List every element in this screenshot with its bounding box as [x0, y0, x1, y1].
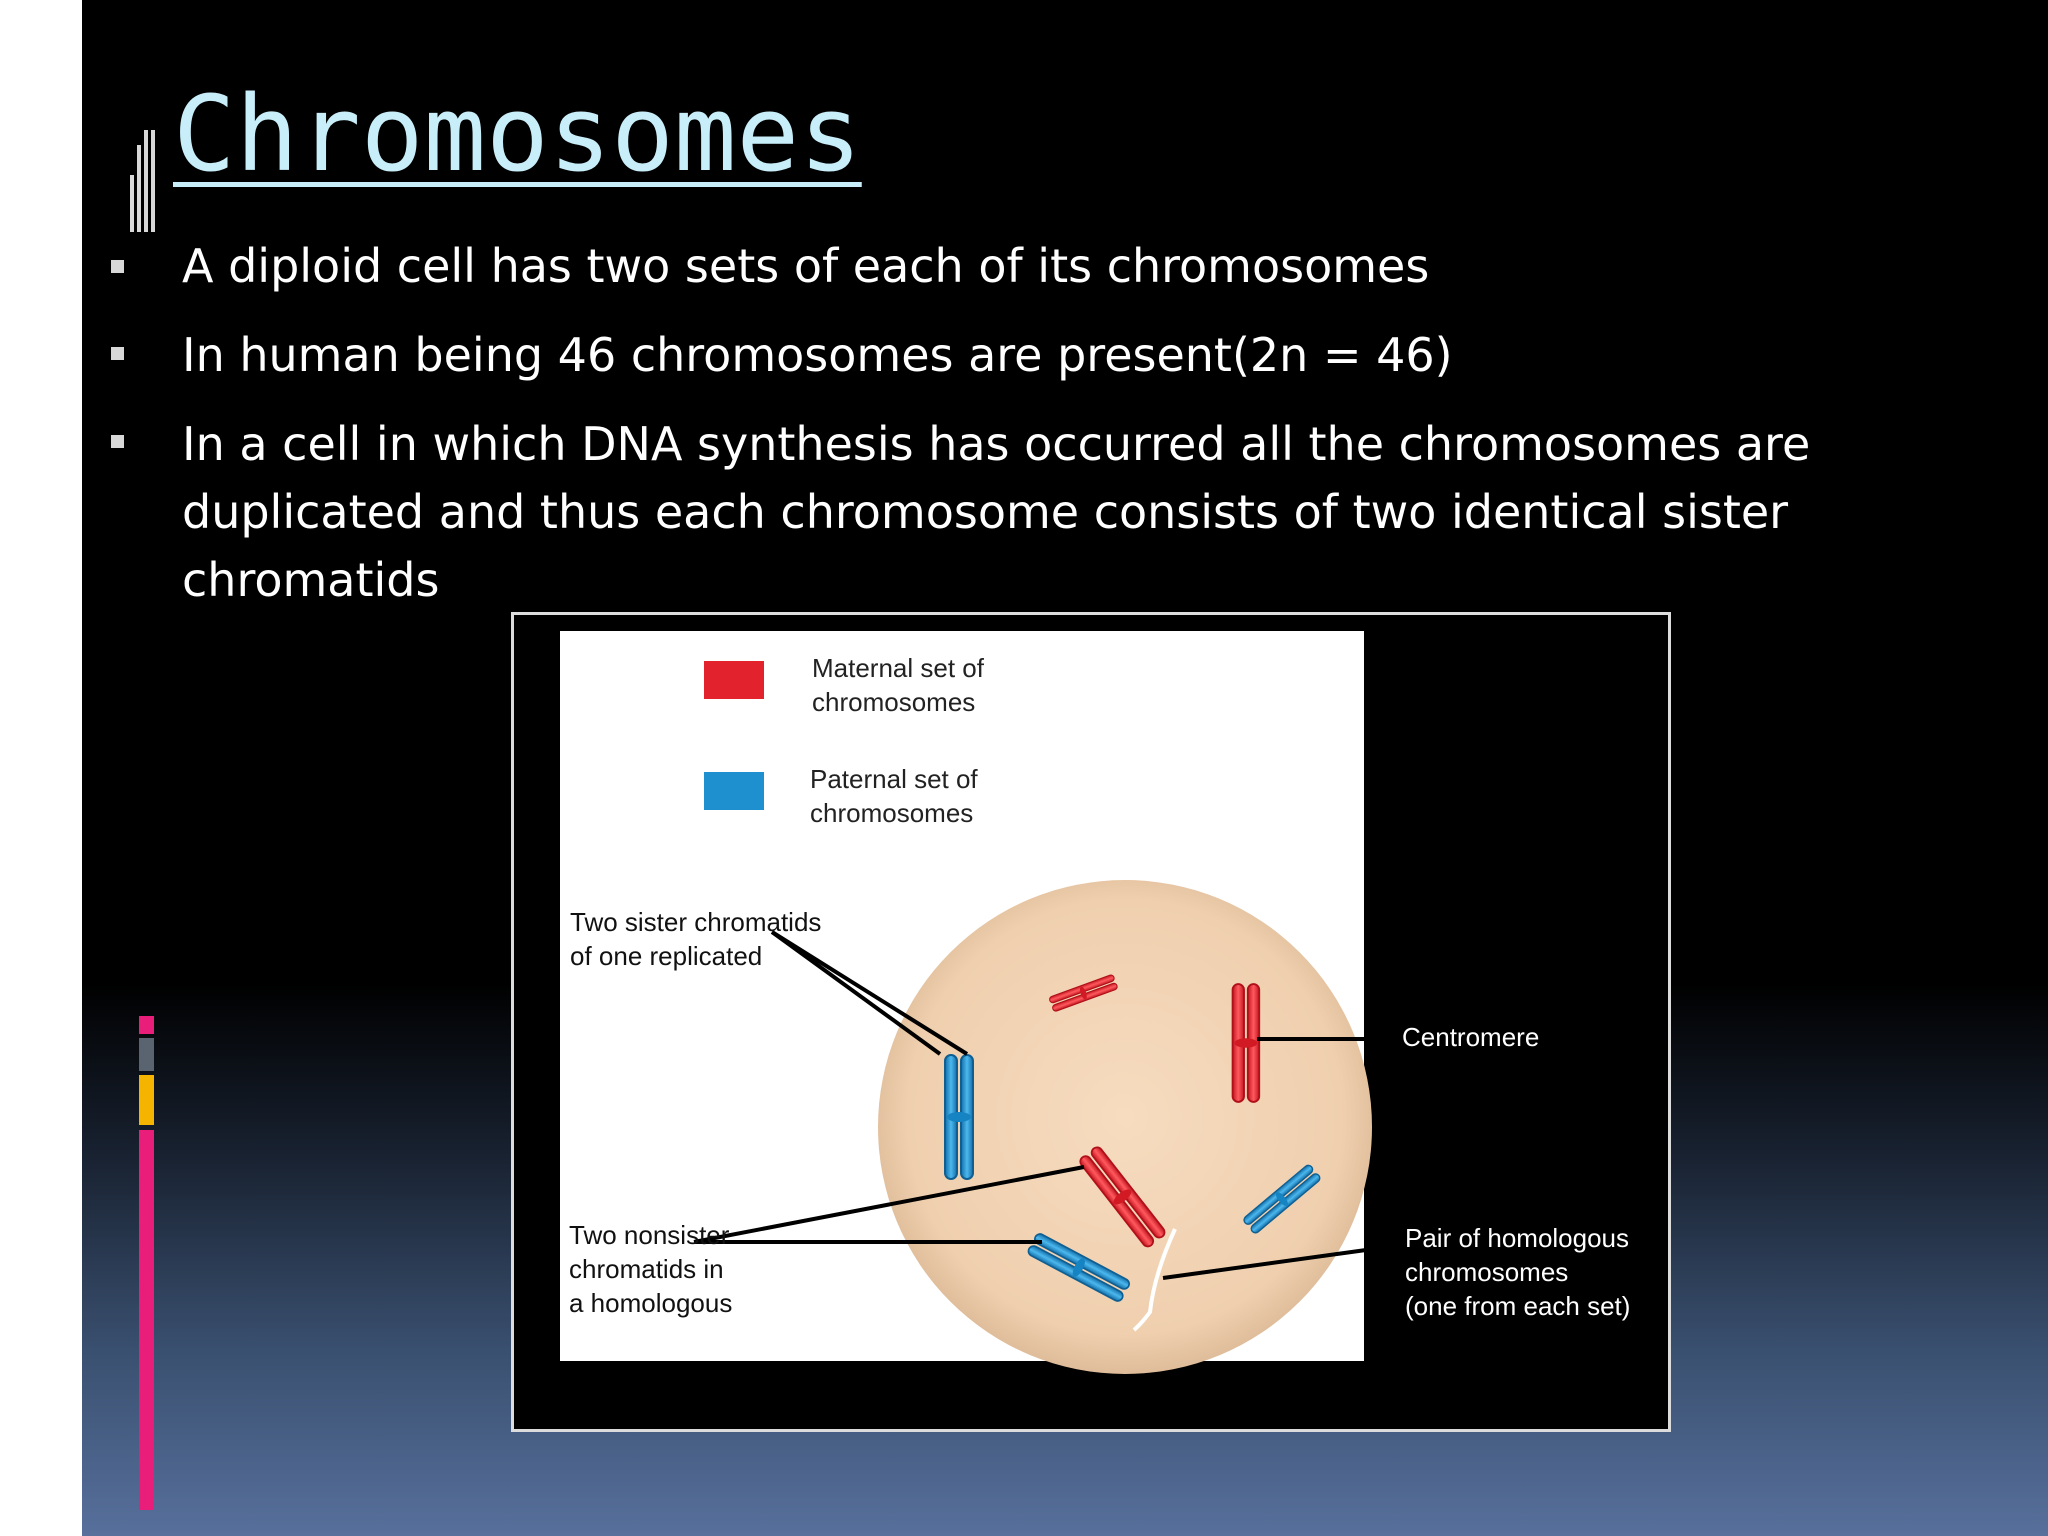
accent-bar-pink-top — [139, 1016, 154, 1034]
bullet-item-1: A diploid cell has two sets of each of i… — [182, 239, 1430, 293]
sister-pointer-1 — [770, 930, 942, 1056]
chromosome-diagram: Maternal set of chromosomes Paternal set… — [560, 631, 1630, 1374]
chromosome-figure: Maternal set of chromosomes Paternal set… — [511, 612, 1671, 1432]
bullet-marker-1 — [111, 260, 124, 273]
label-nonsister-line1: Two nonsister — [569, 1220, 730, 1250]
bullet-marker-2 — [111, 347, 124, 360]
legend-paternal-line1: Paternal set of — [810, 764, 978, 794]
bullet-marker-3 — [111, 435, 124, 448]
label-sister-line1: Two sister chromatids — [570, 907, 821, 937]
accent-bar-gray — [139, 1038, 154, 1071]
label-pair-line2: chromosomes — [1405, 1257, 1568, 1287]
legend-maternal-line1: Maternal set of — [812, 653, 985, 683]
legend-maternal-line2: chromosomes — [812, 687, 975, 717]
homologous-pointer — [1162, 1248, 1367, 1280]
accent-bar-pink — [139, 1130, 154, 1510]
maternal-swatch — [704, 661, 764, 699]
homologous-pair-bracket — [1132, 1228, 1177, 1332]
left-margin-strip — [0, 0, 82, 1536]
label-sister-line2: of one replicated — [570, 941, 762, 971]
paternal-swatch — [704, 772, 764, 810]
label-pair-line1: Pair of homologous — [1405, 1223, 1629, 1253]
nonsister-pointer-1 — [693, 1165, 1085, 1244]
label-centromere: Centromere — [1402, 1022, 1539, 1052]
label-nonsister-line3: a homologous — [569, 1288, 732, 1318]
bullet-item-2: In human being 46 chromosomes are presen… — [182, 328, 1453, 382]
label-pair-line3: (one from each set) — [1405, 1291, 1630, 1321]
legend-paternal-line2: chromosomes — [810, 798, 973, 828]
bullet-item-3: In a cell in which DNA synthesis has occ… — [182, 417, 1811, 607]
slide-title: Chromosomes — [173, 73, 862, 195]
label-nonsister-line2: chromatids in — [569, 1254, 724, 1284]
sister-pointer-2 — [770, 930, 969, 1056]
accent-bar-yellow — [139, 1075, 154, 1125]
